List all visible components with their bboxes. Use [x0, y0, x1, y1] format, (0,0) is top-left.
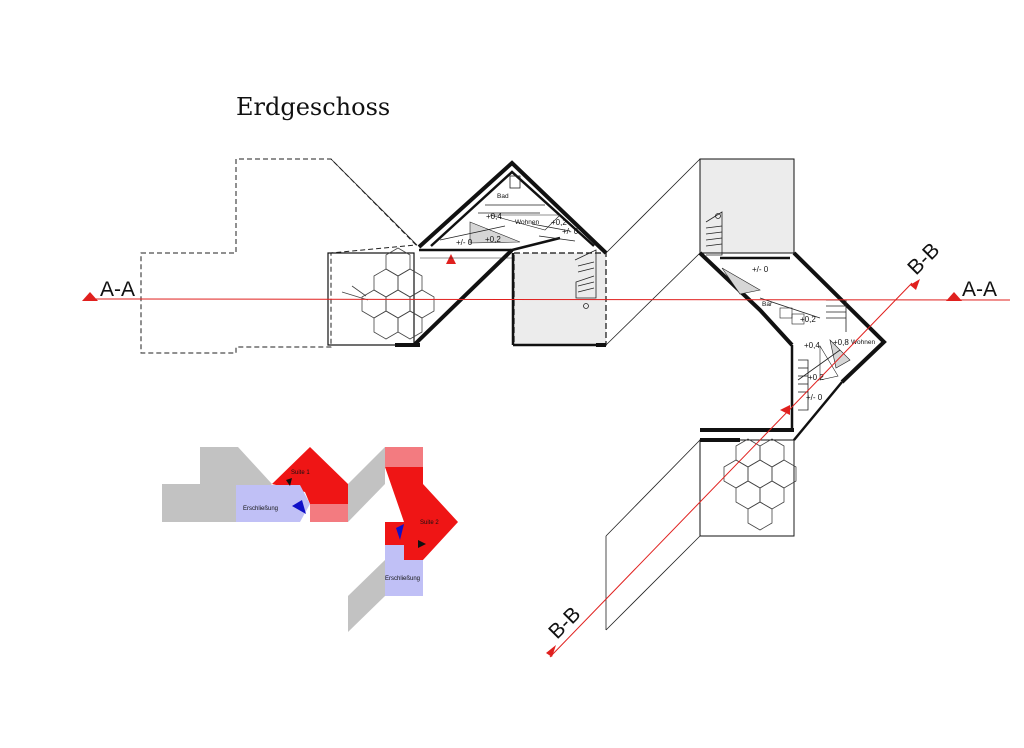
section-bb-marker-top	[910, 279, 920, 290]
unit1-interior-wall	[511, 236, 561, 252]
unit1-interior-fittings	[439, 175, 576, 244]
unit1-diagonal-wall	[412, 248, 514, 347]
unit1-outer-walls	[417, 160, 608, 255]
suite2-zone-light	[385, 447, 423, 467]
diagram-label-suite1: Suite 1	[291, 470, 310, 476]
suite1-arrow-icon	[286, 478, 292, 486]
unit2-level-00b: +/- 0	[806, 393, 823, 402]
unit2-interior-fittings	[721, 267, 851, 381]
unit2-level-02b: +0,2	[808, 373, 824, 382]
suite2-arrow-icon	[418, 540, 426, 548]
unit2-room-wohnen: Wohnen	[851, 339, 875, 346]
diagram-label-suite2: Suite 2	[420, 520, 439, 526]
right-building: Bar Wohnen +/- 0 +0,2 +0,4 +0,8 +0,2 +/-…	[698, 158, 887, 537]
right-upper-box	[699, 158, 795, 254]
unit1-level-00: +/- 0	[456, 238, 473, 247]
unit2-outer-walls-right	[792, 251, 887, 384]
unit2-lower-diagonal	[793, 381, 843, 441]
unit2-stairs-lower	[798, 359, 809, 411]
unit2-level-08: +0,8	[833, 338, 849, 347]
unit2-outer-walls-upper	[698, 251, 794, 347]
suite2-zone	[385, 467, 458, 560]
unit1-level-02b: +0,2	[485, 235, 501, 244]
diagram-label-erschliessung2: Erschließung	[385, 576, 420, 582]
section-aa-label-left: A-A	[100, 278, 135, 301]
access1-zone	[236, 485, 300, 522]
unit1-level-04: +0,4	[486, 212, 502, 221]
unit2-room-bar: Bar	[762, 301, 773, 308]
section-bb-label-bottom: B-B	[544, 603, 585, 644]
access1-tip	[300, 485, 310, 522]
left-projection-line	[330, 158, 418, 246]
unit1-level-02c: +/- 0	[562, 227, 579, 236]
unit2-level-02a: +0,2	[800, 315, 816, 324]
suite1-zone-light	[310, 504, 348, 522]
unit2-entry-marker	[780, 405, 790, 415]
left-building: Bad Wohnen +0,4 +0,2 +0,2 +/- 0 +/- 0	[140, 158, 608, 354]
terrace-cube-lattice	[341, 247, 435, 340]
unit1-entry-marker	[446, 254, 456, 264]
left-dashed-footprint	[140, 158, 418, 354]
access2-top	[385, 545, 404, 560]
mass-grey-middle	[348, 447, 385, 522]
section-line-aa: A-A A-A	[82, 278, 1011, 301]
unit2-stairs-upper	[705, 211, 723, 256]
access2-zone	[385, 560, 423, 596]
section-aa-label-right: A-A	[962, 278, 997, 301]
access2-arrow-icon	[396, 524, 404, 540]
unit2-level-00a: +/- 0	[752, 265, 769, 274]
section-bb-marker-bottom	[546, 645, 556, 657]
zoning-diagram: Suite 1 Suite 2 Erschließung Erschließun…	[162, 447, 458, 632]
unit1-level-02a: +0,2	[551, 218, 567, 227]
unit1-room-bad: Bad	[497, 193, 509, 200]
drawing-title: Erdgeschoss	[236, 93, 390, 121]
unit1-stairs	[574, 249, 597, 309]
section-aa-marker-left	[82, 292, 98, 301]
section-bb-label-top: B-B	[903, 239, 944, 280]
section-aa-marker-right	[946, 292, 962, 301]
unit1-inner-walls	[430, 170, 595, 247]
unit2-level-04: +0,4	[804, 341, 820, 350]
projection-lines	[605, 158, 701, 346]
lower-projection	[605, 439, 701, 631]
unit1-room-wohnen: Wohnen	[515, 219, 539, 226]
access1-arrow-icon	[292, 500, 306, 514]
diagram-label-erschliessung1: Erschließung	[243, 506, 278, 512]
suite1-zone	[272, 447, 348, 504]
mass-grey-bottom	[348, 560, 385, 632]
lower-cube-lattice	[723, 438, 797, 531]
